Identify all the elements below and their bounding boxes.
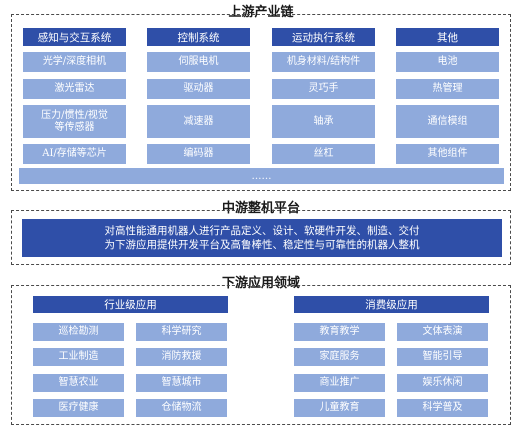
upstream-cell: 激光雷达 — [23, 79, 126, 99]
downstream-cell: 商业推广 — [294, 374, 385, 392]
downstream-cell: 智能引导 — [397, 348, 488, 366]
downstream-cell: 医疗健康 — [33, 399, 124, 417]
downstream-cell: 科学普及 — [397, 399, 488, 417]
downstream-cell: 智慧城市 — [136, 374, 227, 392]
upstream-cell: 其他组件 — [396, 144, 499, 164]
upstream-cell: 灵巧手 — [272, 79, 375, 99]
upstream-cell: 减速器 — [147, 105, 250, 138]
downstream-header-1: 消费级应用 — [294, 296, 489, 313]
midstream-description: 对高性能通用机器人进行产品定义、设计、软硬件开发、制造、交付 为下游应用提供开发… — [22, 219, 502, 257]
upstream-header-1: 控制系统 — [147, 28, 250, 46]
upstream-cell: 电池 — [396, 52, 499, 72]
upstream-cell: 通信模组 — [396, 105, 499, 138]
upstream-cell: 驱动器 — [147, 79, 250, 99]
upstream-section — [11, 14, 511, 191]
midstream-line-2: 为下游应用提供开发平台及高鲁棒性、稳定性与可靠性的机器人整机 — [104, 239, 420, 251]
downstream-cell: 儿童教育 — [294, 399, 385, 417]
upstream-more-bar: …… — [19, 168, 504, 184]
downstream-cell: 智慧农业 — [33, 374, 124, 392]
midstream-section — [11, 210, 511, 265]
upstream-cell: 热管理 — [396, 79, 499, 99]
upstream-cell: 机身材料/结构件 — [272, 52, 375, 72]
upstream-header-2: 运动执行系统 — [272, 28, 375, 46]
downstream-cell: 消防救援 — [136, 348, 227, 366]
downstream-cell: 巡检勘测 — [33, 323, 124, 341]
downstream-section — [11, 285, 511, 425]
upstream-header-0: 感知与交互系统 — [23, 28, 126, 46]
upstream-cell: 光学/深度相机 — [23, 52, 126, 72]
upstream-cell: 编码器 — [147, 144, 250, 164]
upstream-cell: 丝杠 — [272, 144, 375, 164]
upstream-cell: 伺服电机 — [147, 52, 250, 72]
downstream-title: 下游应用领域 — [221, 276, 300, 291]
downstream-cell: 教育教学 — [294, 323, 385, 341]
downstream-cell: 仓储物流 — [136, 399, 227, 417]
upstream-cell-line: 等传感器 — [54, 121, 95, 133]
downstream-cell: 家庭服务 — [294, 348, 385, 366]
midstream-line-1: 对高性能通用机器人进行产品定义、设计、软硬件开发、制造、交付 — [104, 225, 420, 237]
upstream-cell: 轴承 — [272, 105, 375, 138]
upstream-cell: AI/存储等芯片 — [23, 144, 126, 164]
downstream-cell: 文体表演 — [397, 323, 488, 341]
downstream-cell: 娱乐休闲 — [397, 374, 488, 392]
upstream-header-3: 其他 — [396, 28, 499, 46]
upstream-title: 上游产业链 — [228, 5, 294, 20]
upstream-cell-line: 压力/惯性/视觉 — [41, 109, 108, 121]
midstream-title: 中游整机平台 — [221, 201, 300, 216]
downstream-cell: 工业制造 — [33, 348, 124, 366]
downstream-header-0: 行业级应用 — [33, 296, 228, 313]
downstream-cell: 科学研究 — [136, 323, 227, 341]
upstream-cell: 压力/惯性/视觉等传感器 — [23, 105, 126, 138]
